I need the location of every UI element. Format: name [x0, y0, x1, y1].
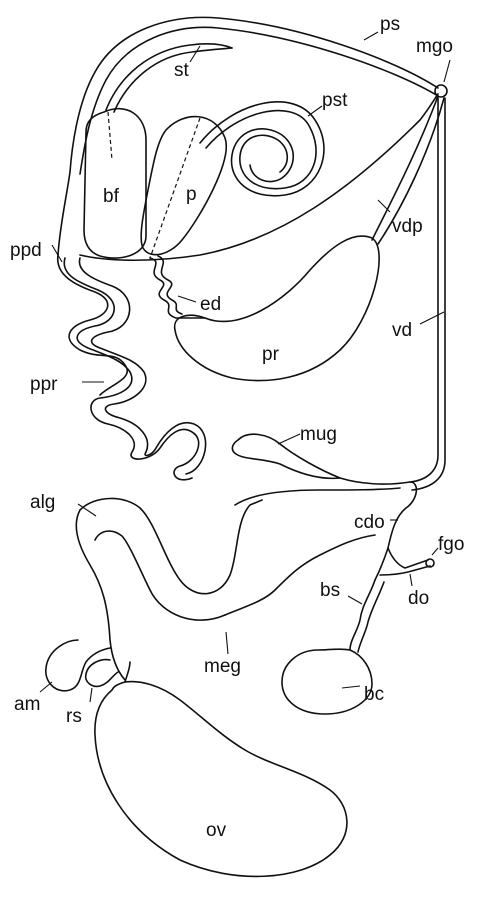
ejaculatory-duct-2 [158, 256, 182, 314]
label-mgo: mgo [416, 36, 453, 57]
albumen-gland [80, 498, 262, 593]
bursa-flagelli [84, 109, 146, 258]
penial-sheath [58, 17, 438, 255]
label-ps: ps [380, 14, 400, 35]
accessory-membrane [46, 640, 110, 691]
label-vd: vd [392, 320, 412, 341]
label-alg: alg [30, 492, 55, 513]
ovary-neck [125, 662, 130, 682]
membrane-gland-2 [225, 535, 375, 615]
label-ppr: ppr [30, 374, 58, 395]
label-cdo: cdo [354, 512, 385, 533]
label-st: st [174, 60, 190, 81]
albumen-gland-2 [95, 531, 225, 620]
penial-sheath-inner [80, 27, 438, 174]
membrane-gland [76, 510, 125, 680]
penial-stylet [200, 102, 324, 196]
ejaculatory-duct [150, 258, 205, 318]
stimulator [106, 44, 232, 110]
penial-duct [58, 255, 128, 395]
label-ppd: ppd [10, 240, 42, 261]
common-duct-2 [235, 488, 400, 505]
label-pst: pst [322, 90, 348, 111]
label-do: do [408, 588, 429, 609]
label-mug: mug [300, 424, 337, 445]
leader-lines [40, 32, 450, 702]
label-ed: ed [200, 294, 221, 315]
penial-retractor [64, 258, 198, 480]
label-am: am [14, 694, 40, 715]
bursa-stalk-2 [358, 582, 384, 652]
ovary [95, 682, 347, 877]
label-bs: bs [320, 580, 340, 601]
label-bc: bc [364, 684, 384, 705]
bursa-copulatrix [282, 649, 372, 714]
label-fgo: fgo [438, 534, 464, 555]
male-genital-opening [435, 85, 447, 97]
label-rs: rs [66, 706, 82, 727]
bursa-flagelli-duct [108, 112, 112, 160]
label-bf: bf [103, 186, 120, 207]
receptaculum-seminis [86, 660, 118, 687]
label-meg: meg [204, 656, 241, 677]
penis [141, 117, 226, 255]
stimulator-inner [114, 48, 232, 112]
vas-deferens-2 [412, 98, 445, 490]
label-pr: pr [262, 344, 280, 365]
female-duct [388, 548, 428, 568]
label-p: p [186, 184, 197, 205]
label-ov: ov [206, 820, 227, 841]
label-vdp: vdp [392, 216, 423, 237]
